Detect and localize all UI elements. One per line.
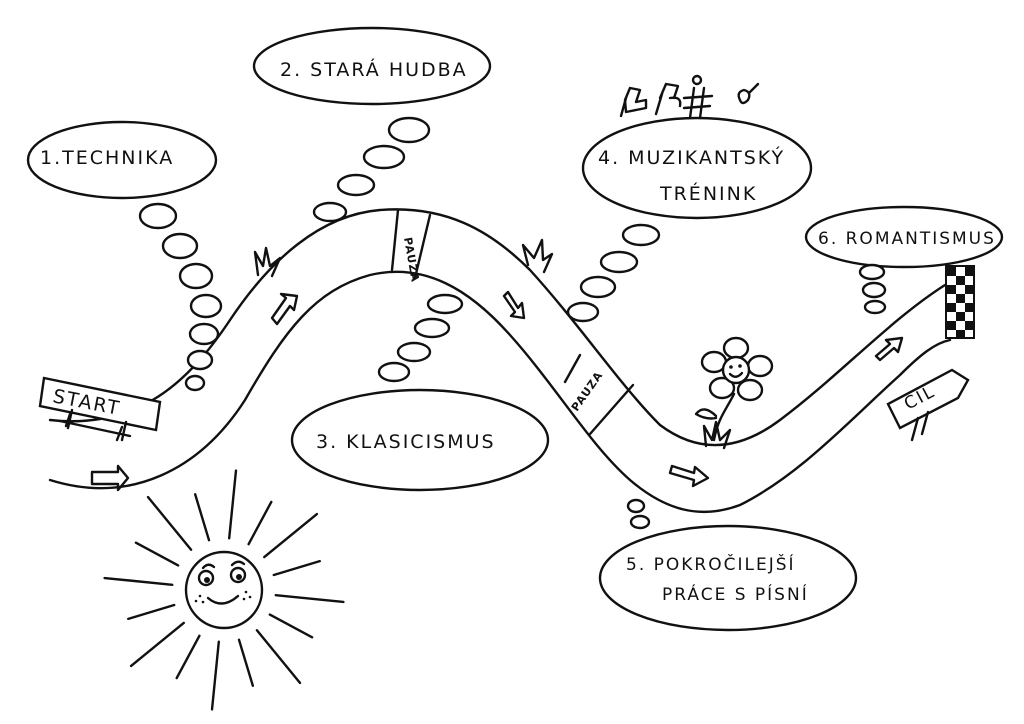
sun-icon: [103, 469, 345, 711]
road-edge-top: [48, 208, 962, 447]
sun-ray: [274, 593, 345, 604]
flag-square: [956, 276, 965, 285]
stage-4-label-line2: TRÉNINK: [659, 182, 757, 205]
road-edge-bottom: [48, 270, 952, 514]
stage-6-bubble: 6. ROMANTISMUS: [804, 205, 1004, 315]
sun-ray: [193, 493, 211, 542]
flag-square: [947, 303, 956, 312]
grass-icon: [253, 238, 554, 278]
music-notes-icon: [619, 74, 760, 120]
pause-label-1: PAUZA: [401, 236, 422, 283]
flag-square: [965, 285, 974, 294]
start-line-bar: [58, 419, 132, 438]
stage-1-label: 1.TECHNIKA: [40, 147, 174, 169]
stage-3-bubble: 3. KLASICISMUS: [290, 293, 550, 492]
stage-5-bubble: 5. POKROČILEJŠÍ PRÁCE S PÍSNÍ: [598, 498, 858, 632]
sun-ray: [146, 495, 193, 551]
stage-4-bubble: 4. MUZIKANTSKÝ TRÉNINK: [566, 116, 813, 323]
sun-ray: [134, 541, 180, 567]
sun-ray: [255, 629, 302, 685]
direction-arrow-icon: [90, 290, 904, 492]
sun-ray: [237, 638, 255, 687]
flag-square: [965, 303, 974, 312]
stage-2-bubble: 2. STARÁ HUDBA: [252, 26, 492, 223]
stage-4-label-line1: 4. MUZIKANTSKÝ: [598, 146, 785, 169]
pause-stripe-2: PAUZA: [563, 353, 635, 436]
flag-square: [947, 321, 956, 330]
pause-label-2: PAUZA: [569, 369, 606, 414]
stage-5-label-line2: PRÁCE S PÍSNÍ: [662, 583, 809, 605]
grass-icon: [702, 420, 732, 450]
finish-flag-icon: [945, 265, 975, 339]
flag-square: [965, 267, 974, 276]
stage-5-label-line1: 5. POKROČILEJŠÍ: [626, 553, 796, 575]
flag-square: [956, 330, 965, 339]
flag-square: [947, 285, 956, 294]
stage-3-label: 3. KLASICISMUS: [316, 431, 496, 453]
sun-ray: [103, 576, 174, 587]
sun-ray: [129, 621, 185, 668]
sun-ray: [268, 613, 314, 639]
flag-square: [956, 294, 965, 303]
stage-2-label: 2. STARÁ HUDBA: [280, 58, 468, 81]
sun-ray: [227, 469, 238, 540]
stage-1-bubble: 1.TECHNIKA: [26, 120, 223, 392]
flower-icon: [694, 336, 774, 450]
sun-ray: [263, 512, 319, 559]
flag-square: [947, 267, 956, 276]
start-sign: START: [38, 376, 162, 442]
flag-square: [965, 321, 974, 330]
sun-ray: [247, 500, 273, 546]
finish-sign: CÍL: [886, 368, 970, 442]
sun-ray: [127, 603, 176, 621]
sun-ray: [272, 559, 321, 577]
sun-ray: [210, 640, 221, 711]
flag-square: [956, 312, 965, 321]
sun-ray: [175, 634, 201, 680]
stage-6-label: 6. ROMANTISMUS: [818, 229, 996, 249]
